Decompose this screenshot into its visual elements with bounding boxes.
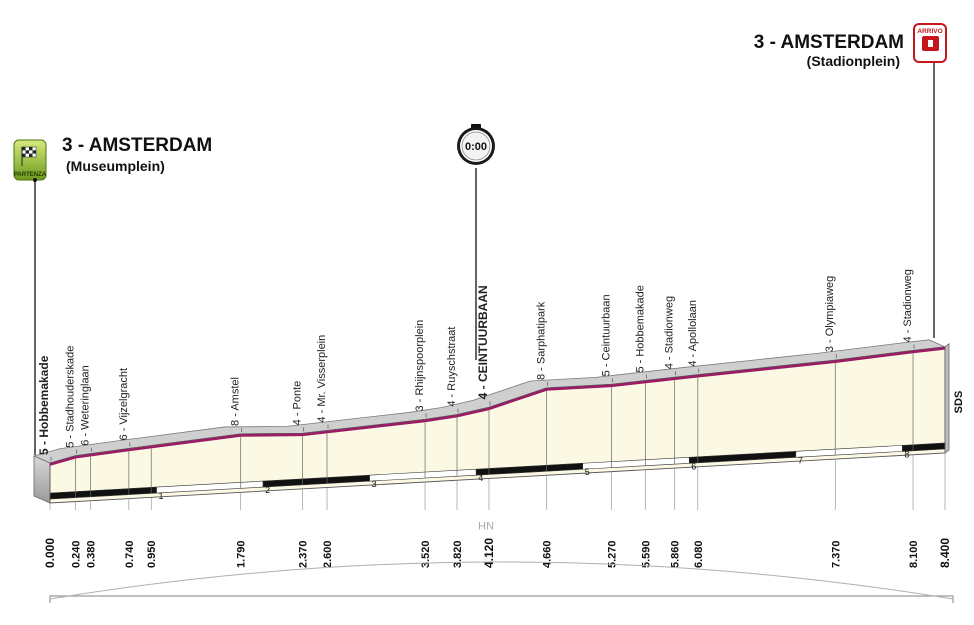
waypoint-distance-label: 5.270 bbox=[607, 540, 619, 568]
waypoint-street-label: 4 - Stadionweg bbox=[902, 269, 914, 342]
scale-tick-label: 4 bbox=[478, 473, 483, 483]
waypoint-distance-label: 3.520 bbox=[420, 540, 432, 568]
time-checkpoint-marker: 0:00 bbox=[457, 124, 495, 360]
finish-tag: SDS bbox=[953, 391, 965, 414]
start-city-sub: (Museumplein) bbox=[66, 158, 165, 174]
waypoint-distance-label: 0.240 bbox=[71, 540, 83, 568]
waypoint-distance-label: 0.950 bbox=[146, 540, 158, 568]
scale-tick-label: 8 bbox=[904, 449, 909, 459]
km-scale-bar: 1 2 3 4 5 6 7 8 bbox=[49, 442, 946, 501]
waypoint-street-label: 4 - Stadionweg bbox=[663, 296, 675, 369]
profile-left-face bbox=[33, 455, 51, 504]
waypoint-street-label: 4 - Ponte bbox=[292, 381, 304, 426]
waypoint-drop-lines bbox=[49, 349, 946, 499]
start-city-name: 3 - AMSTERDAM bbox=[62, 135, 212, 156]
waypoint-distance-label: 2.370 bbox=[298, 540, 310, 568]
waypoint-street-label: 5 - Hobbemakade bbox=[37, 355, 51, 455]
waypoint-distance-label: 5.590 bbox=[641, 540, 653, 568]
profile-front-face bbox=[49, 346, 946, 504]
profile-right-face bbox=[944, 343, 950, 454]
scale-tick-label: 6 bbox=[691, 461, 696, 471]
finish-city-sub: (Stadionplein) bbox=[807, 53, 900, 69]
waypoint-distance-label: 8.400 bbox=[938, 538, 952, 568]
waypoint-street-label: 5 - Stadhouderskade bbox=[65, 346, 77, 448]
units-label: NH bbox=[478, 519, 494, 531]
start-badge-label: PARTENZA bbox=[14, 172, 47, 178]
waypoint-street-label: 8 - Amstel bbox=[230, 377, 242, 426]
stopwatch-icon bbox=[457, 127, 495, 165]
waypoint-street-label: 6 - Weteringlaan bbox=[79, 365, 91, 446]
scale-tick-label: 7 bbox=[798, 455, 803, 465]
waypoint-distance-label: 0.000 bbox=[43, 538, 57, 568]
waypoint-street-label: 4 - Mr. Visserplein bbox=[316, 335, 328, 423]
waypoint-distance-label: 1.790 bbox=[236, 540, 248, 568]
waypoint-distance-label: 0.740 bbox=[124, 540, 136, 568]
waypoint-street-label: 5 - Ceintuurbaan bbox=[601, 294, 613, 376]
waypoint-street-label: 4 - CEINTUURBAAN bbox=[476, 285, 490, 399]
finish-marker: ARRIVO 3 - AMSTERDAM (Stadionplein) SDS bbox=[754, 23, 965, 414]
waypoint-street-label: 5 - Hobbemakade bbox=[635, 285, 647, 372]
waypoint-distance-label: 7.370 bbox=[830, 540, 842, 568]
profile-body bbox=[32, 339, 950, 504]
finish-line-icon bbox=[922, 36, 939, 51]
waypoint-distance-label: 4.660 bbox=[542, 540, 554, 568]
checkered-flag-icon bbox=[21, 146, 37, 166]
waypoint-street-label: 8 - Sarphatipark bbox=[536, 301, 548, 380]
waypoint-distance-label: 8.100 bbox=[908, 540, 920, 568]
checkpoint-time: 0:00 bbox=[465, 141, 487, 153]
waypoint-distance-label: 2.600 bbox=[322, 540, 334, 568]
waypoint-street-label: 4 - Ruyschstraat bbox=[446, 327, 458, 407]
waypoint-distance-label: 3.820 bbox=[452, 540, 464, 568]
scale-tick-label: 5 bbox=[585, 467, 590, 477]
scale-tick-label: 2 bbox=[265, 485, 270, 495]
waypoint-distance-label: 6.080 bbox=[693, 540, 705, 568]
waypoint-street-label: 6 - Vijzelgracht bbox=[118, 368, 130, 441]
scale-tick-label: 3 bbox=[372, 479, 377, 489]
waypoint-street-label: 3 - Rhijnspoorplein bbox=[414, 320, 426, 412]
waypoint-distance-label: 0.380 bbox=[85, 540, 97, 568]
start-marker: PARTENZA 3 - AMSTERDAM (Museumplein) bbox=[13, 135, 212, 455]
profile-elevation-line bbox=[49, 347, 946, 466]
bottom-baseline: NH bbox=[49, 519, 954, 603]
waypoint-distance-label: 5.860 bbox=[669, 540, 681, 568]
finish-badge-label: ARRIVO bbox=[917, 28, 942, 35]
scale-tick-label: 1 bbox=[159, 491, 164, 501]
finish-city-name: 3 - AMSTERDAM bbox=[754, 32, 904, 53]
waypoint-street-label: 4 - Apollolaan bbox=[687, 300, 699, 367]
waypoint-street-label: 3 - Olympiaweg bbox=[824, 276, 836, 352]
waypoint-distance-label: 4.120 bbox=[482, 538, 496, 568]
